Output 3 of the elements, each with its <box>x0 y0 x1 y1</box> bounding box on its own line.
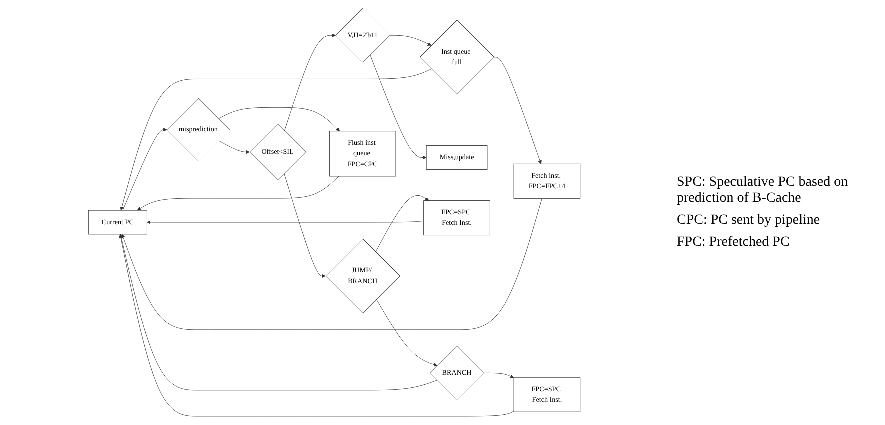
note-text: FPC: Prefetched PC <box>677 234 791 250</box>
note-text: CPC: PC sent by pipeline <box>677 212 822 228</box>
note-text: SPC: Speculative PC based on prediction of B-Cache <box>677 174 850 206</box>
